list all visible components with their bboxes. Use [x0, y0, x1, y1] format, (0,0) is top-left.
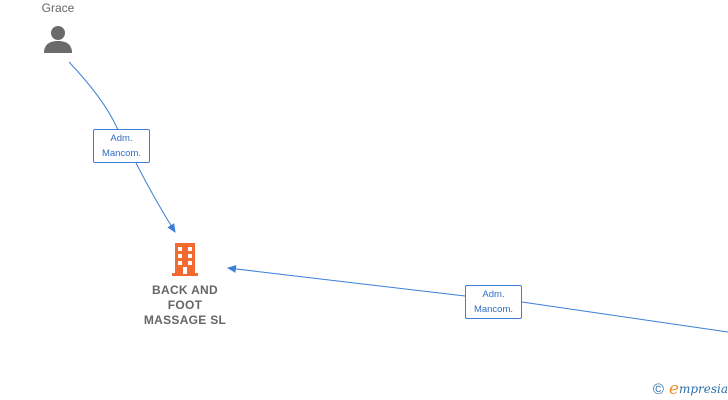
edge-label-offscreen[interactable]: Adm. Mancom.: [465, 285, 522, 319]
footer-brand: © e mpresia: [653, 378, 728, 400]
company-name: BACK AND FOOT MASSAGE SL: [143, 283, 227, 327]
edge-label-grace[interactable]: Adm. Mancom.: [93, 129, 150, 163]
edge-label-line1: Adm.: [110, 133, 133, 144]
edge-grace-to-company-lower: [135, 162, 176, 233]
edge-offscreen-to-company: [521, 301, 728, 333]
edge-label-line2: Mancom.: [101, 148, 142, 159]
brand-logo-letter: e: [668, 379, 679, 399]
edge-label-line2: Mancom.: [473, 304, 514, 315]
copyright-symbol: ©: [652, 380, 664, 398]
person-icon: [44, 26, 72, 53]
edge-offscreen-to-company-lower: [227, 264, 466, 297]
person-name: Grace: [41, 1, 75, 15]
edge-label-line1: Adm.: [482, 289, 505, 300]
company-node[interactable]: BACK AND FOOT MASSAGE SL: [130, 241, 240, 328]
brand-logo-text: mpresia: [678, 382, 728, 396]
building-icon: [172, 243, 198, 276]
edge-grace-to-company: [68, 61, 119, 131]
person-node-grace[interactable]: Grace: [20, 0, 96, 53]
